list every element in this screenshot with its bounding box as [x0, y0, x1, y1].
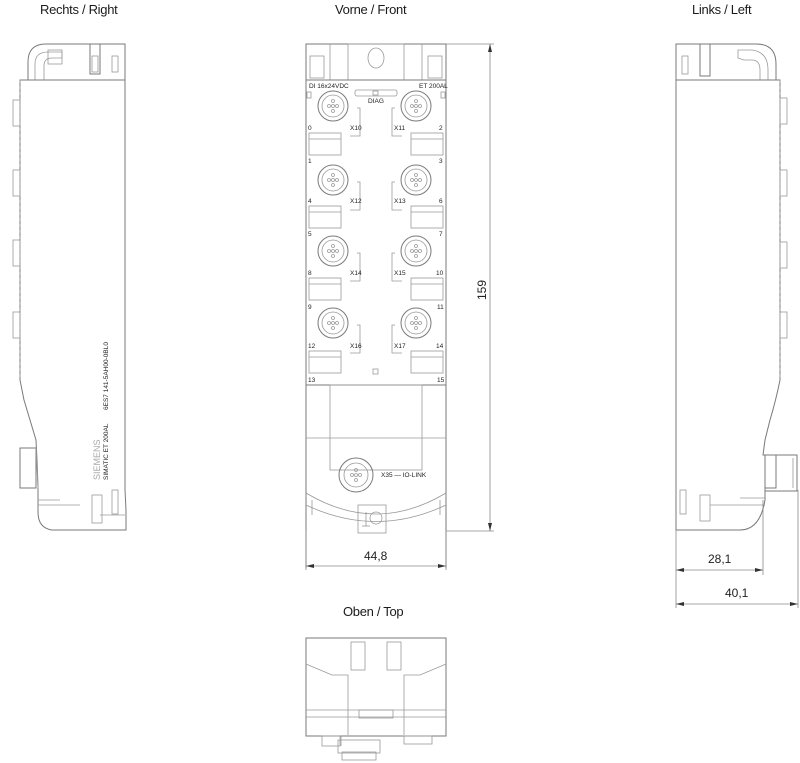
connector-label-x13: X13 — [394, 198, 406, 205]
channel-14: 14 — [436, 343, 444, 350]
channel-1: 1 — [308, 158, 312, 165]
channel-2: 2 — [439, 125, 443, 132]
right-product-label: SIMATIC ET 200AL — [103, 423, 110, 480]
channel-11: 11 — [437, 304, 444, 311]
module-type-label: DI 16x24VDC — [309, 83, 349, 90]
channel-8: 8 — [308, 270, 312, 277]
view-title-right: Rechts / Right — [40, 2, 118, 17]
channel-4: 4 — [308, 198, 312, 205]
connector-label-x14: X14 — [350, 270, 362, 277]
dimension-depth-body: 28,1 — [708, 552, 732, 566]
top-view — [305, 637, 447, 761]
channel-10: 10 — [436, 270, 444, 277]
right-order-number-label: 6ES7 141-5AH00-0BL0 — [103, 342, 110, 410]
right-brand-label: SIEMENS — [92, 439, 102, 480]
family-label: ET 200AL — [419, 83, 448, 90]
io-link-label: X35 — IO-LINK — [381, 472, 427, 479]
channel-0: 0 — [308, 125, 312, 132]
connector-row-4: X16 X17 12 14 13 15 — [308, 307, 445, 384]
view-title-left: Links / Left — [692, 2, 752, 17]
channel-13: 13 — [308, 377, 316, 384]
channel-9: 9 — [308, 304, 312, 311]
connector-label-x10: X10 — [350, 125, 362, 132]
connector-row-3: X14 X15 8 10 9 11 — [308, 235, 444, 311]
view-title-top: Oben / Top — [343, 604, 404, 619]
connector-row-1: X10 X11 0 2 1 3 — [308, 90, 444, 165]
channel-15: 15 — [437, 377, 445, 384]
view-title-front: Vorne / Front — [335, 2, 407, 17]
right-side-view: SIEMENS SIMATIC ET 200AL 6ES7 141-5AH00-… — [12, 43, 127, 531]
connector-label-x17: X17 — [394, 343, 406, 350]
connector-row-2: X12 X13 4 6 5 7 — [308, 164, 444, 238]
connector-label-x16: X16 — [350, 343, 362, 350]
channel-7: 7 — [439, 231, 443, 238]
connector-label-x12: X12 — [350, 198, 362, 205]
connector-label-x11: X11 — [394, 125, 405, 132]
dimension-depth-total: 40,1 — [725, 586, 749, 600]
diag-label: DIAG — [368, 98, 384, 105]
dimension-width: 44,8 — [364, 549, 388, 563]
dimension-height: 159 — [475, 280, 489, 300]
channel-5: 5 — [308, 231, 312, 238]
channel-6: 6 — [439, 198, 443, 205]
left-side-view: 28,1 40,1 — [675, 43, 799, 608]
connector-label-x15: X15 — [394, 270, 406, 277]
channel-3: 3 — [439, 158, 443, 165]
channel-12: 12 — [308, 343, 316, 350]
front-view: DI 16x24VDC ET 200AL DIAG X10 X11 0 2 1 … — [305, 43, 494, 570]
